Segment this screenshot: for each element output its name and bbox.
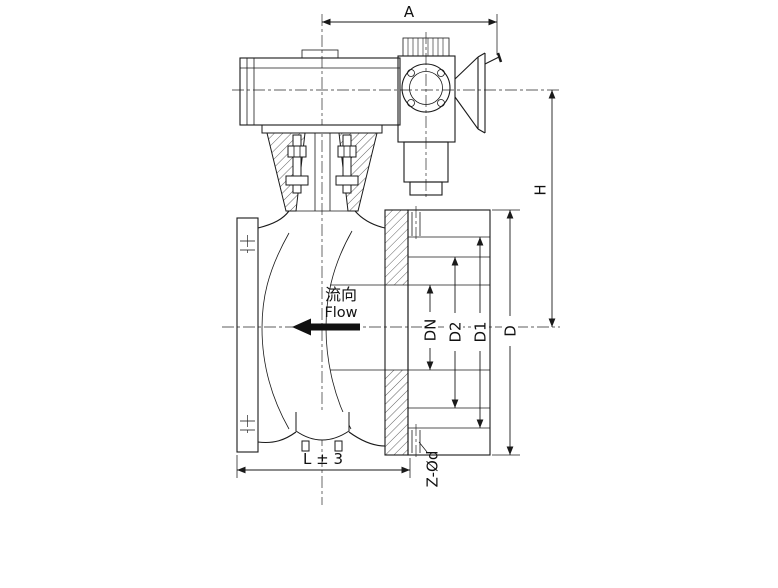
actuator (239, 37, 503, 196)
dim-label-d1: D1 (471, 321, 489, 342)
gland-nut (287, 145, 307, 158)
gland-flange (335, 175, 359, 186)
mounting-plate (261, 124, 383, 134)
right-flange-outline (384, 209, 409, 456)
flow-arrow (292, 318, 360, 336)
crank-handle (484, 56, 500, 65)
dim-label-h: H (531, 184, 549, 195)
body-shoulder-right (354, 210, 386, 229)
dimension-dn: DN (421, 285, 439, 370)
flow-label-en: Flow (324, 305, 357, 321)
dimension-l: L ± 3 (236, 450, 411, 478)
dimension-d1: D1 (471, 237, 489, 428)
dimension-a: A (322, 3, 498, 55)
gland-stud (292, 134, 302, 194)
dim-label-dn: DN (421, 319, 439, 342)
dimension-d2: D2 (446, 257, 464, 408)
dim-label-bg (422, 312, 438, 348)
dim-label-bg (472, 313, 488, 351)
dim-label-d2: D2 (446, 321, 464, 342)
handwheel (454, 52, 503, 134)
motor-base (409, 181, 443, 196)
hub-bolt (407, 69, 415, 77)
handwheel-hub-outer (401, 63, 451, 113)
dim-label-d: D (501, 325, 519, 337)
hub-bolt (437, 69, 445, 77)
bottom-bolt (301, 440, 310, 452)
yoke-gland (261, 124, 383, 212)
crank-knob (496, 52, 503, 63)
motor-housing (397, 55, 456, 143)
dimension-h: H (531, 90, 556, 327)
body-shoulder-left (257, 210, 290, 229)
handwheel-hub-inner (409, 71, 443, 105)
dim-label-z: Z-Ød (423, 451, 441, 488)
dimension-z-bolt-holes: Z-Ød (418, 441, 441, 488)
dimension-d: D (492, 209, 520, 456)
flow-label-cn: 流向 (325, 285, 357, 304)
gearbox-top-boss (301, 49, 339, 59)
body-bottom-left (257, 431, 297, 444)
leader-line-z (418, 441, 428, 453)
dim-label-a: A (404, 3, 415, 21)
dim-label-bg (502, 316, 518, 346)
right-flange-section-upper (385, 210, 408, 285)
bottom-cover-boss (295, 412, 350, 441)
gland-nut (337, 145, 357, 158)
gland-flange (285, 175, 309, 186)
gland-stud (342, 134, 352, 194)
hub-bolt (407, 99, 415, 107)
valve-body (236, 209, 409, 456)
body-bottom-right (348, 431, 386, 447)
bottom-bolt (334, 440, 343, 452)
flow-indicator: 流向 Flow (292, 285, 360, 336)
right-flange-section-lower (385, 370, 408, 455)
dim-label-l: L ± 3 (303, 450, 343, 468)
dimensions: A H D D1 D2 D (236, 3, 556, 488)
dim-label-bg (447, 313, 463, 351)
left-flange (236, 217, 259, 453)
hub-bolt (437, 99, 445, 107)
body-cavity-arc (261, 232, 290, 430)
motor-fins (407, 38, 444, 56)
